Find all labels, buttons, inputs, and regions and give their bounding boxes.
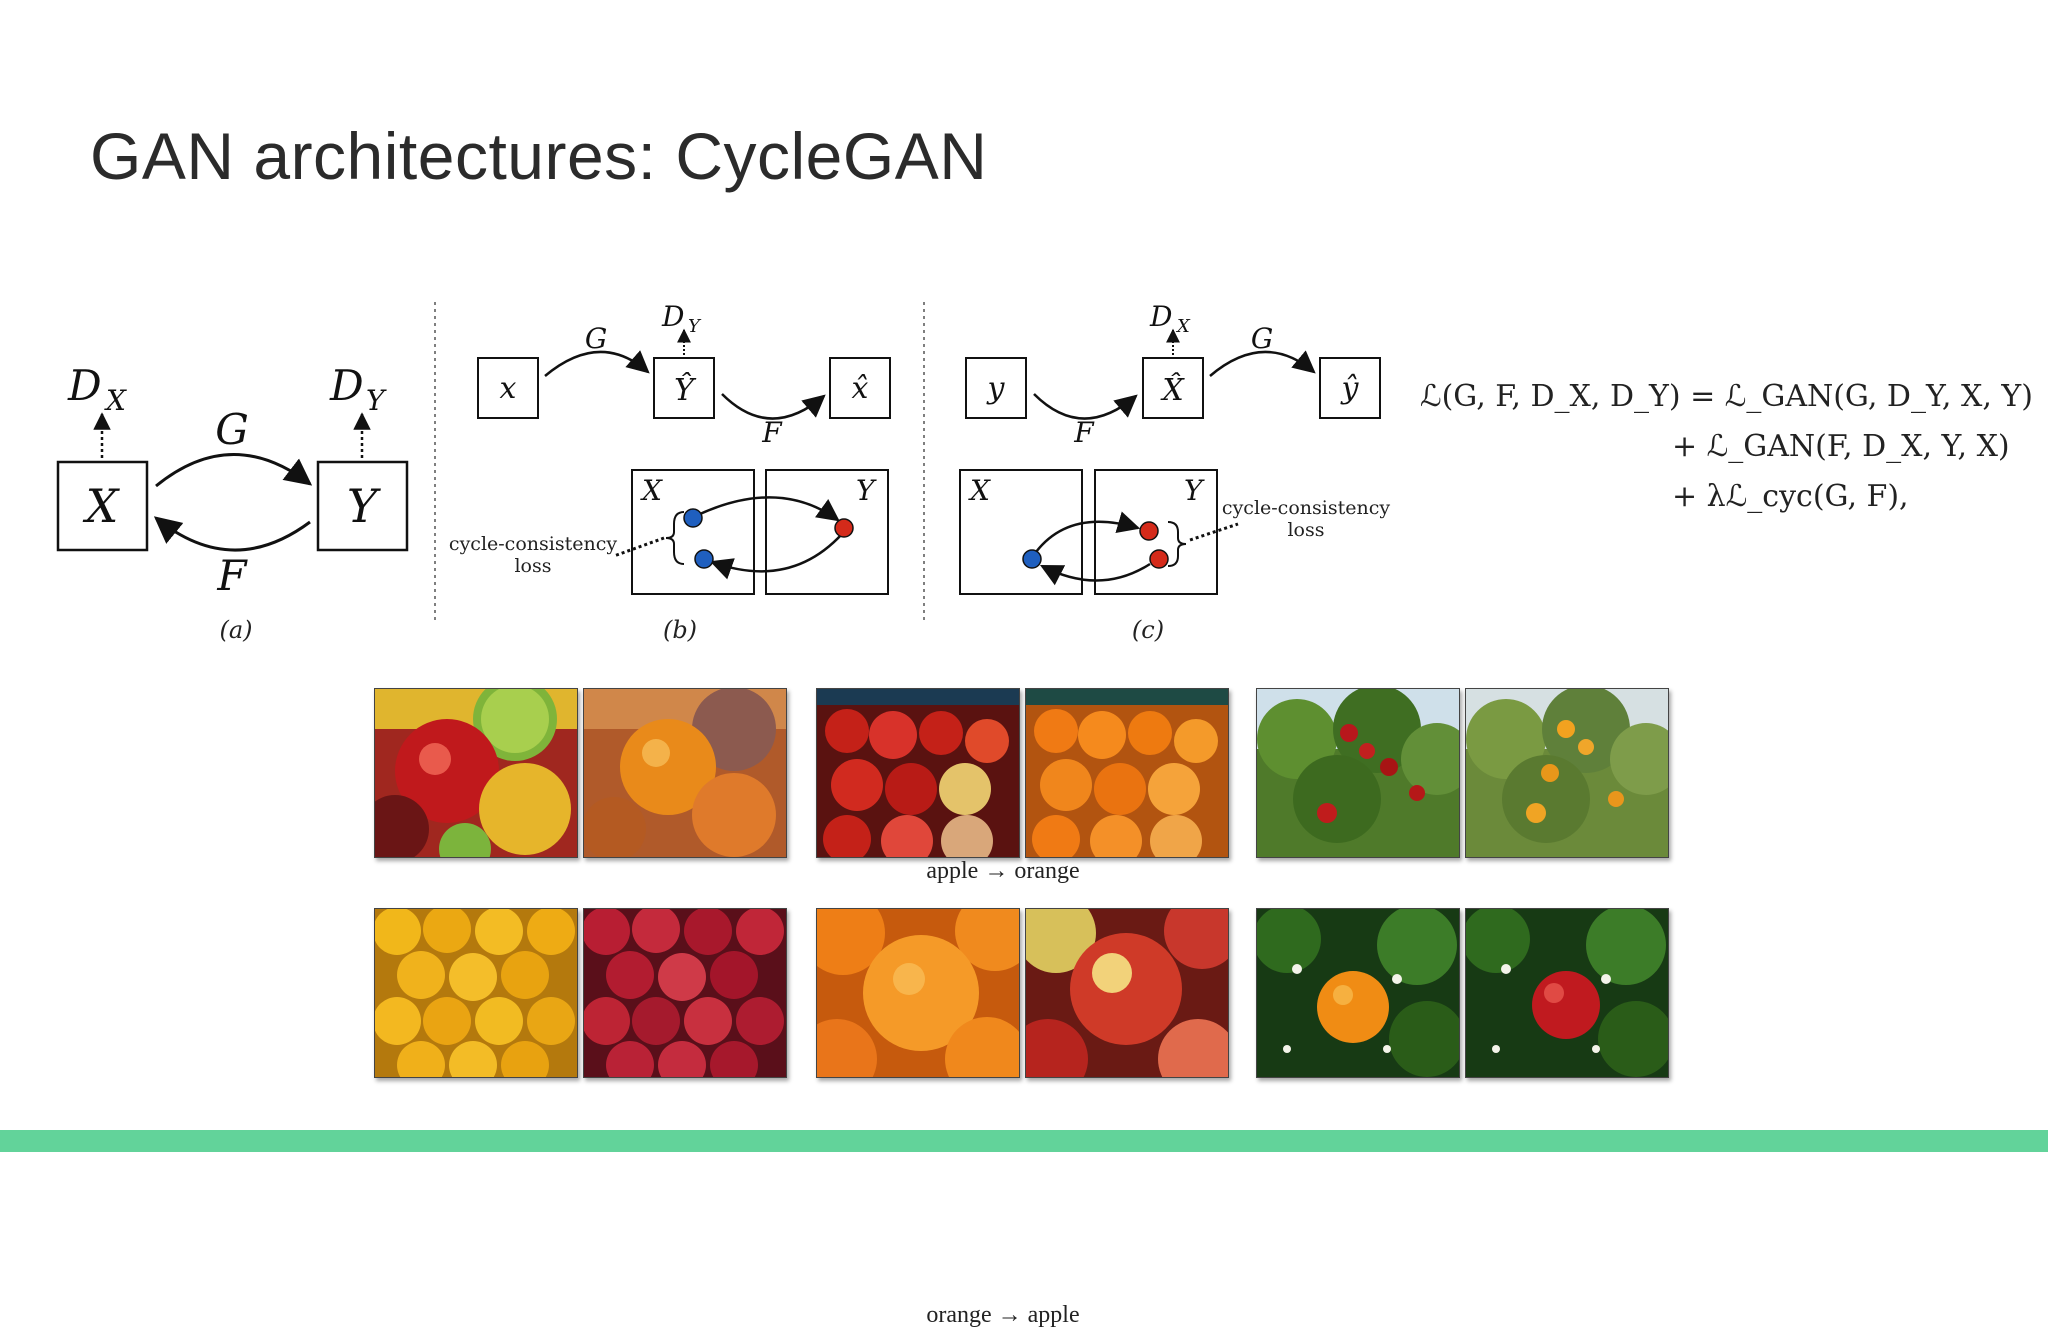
arrow-g-c-label: G (1251, 322, 1273, 355)
disc-y-label: D (329, 361, 364, 410)
example-pair (1256, 688, 1669, 858)
node-yhat (653, 357, 715, 419)
node-yhat-label: Ŷ (674, 372, 697, 408)
disc-sub-c: X (1175, 316, 1191, 337)
equation-line-1: ℒ(G, F, D_X, D_Y) = ℒ_GAN(G, D_Y, X, Y) (1420, 379, 2033, 414)
loss-pointer-b (613, 536, 665, 558)
arrow-f-c (1033, 393, 1138, 420)
example-grid: apple → orange (374, 688, 1670, 1328)
node-yhat-c-label: ŷ (1340, 371, 1360, 406)
node-xhat-c-label: X̂ (1160, 373, 1185, 408)
example-image-input (1256, 908, 1460, 1078)
arrow-g-b (544, 350, 650, 377)
domain-x-label-c: X (968, 474, 991, 507)
caption-b: (b) (663, 616, 697, 644)
node-xhat-label: x̂ (852, 371, 869, 406)
domain-x-label-b: X (640, 474, 663, 507)
example-image-output (583, 908, 787, 1078)
example-image-output (1025, 688, 1229, 858)
equation-line-3: + λℒ_cyc(G, F), (1672, 479, 1909, 514)
example-pair (374, 688, 787, 858)
panel-b: x Ŷ x̂ D Y G F X Y cycle-consistency los… (449, 300, 891, 644)
example-pair (374, 908, 787, 1078)
arrow-g-b-label: G (585, 322, 607, 355)
example-image-output (1465, 688, 1669, 858)
brace-b (665, 511, 685, 565)
node-y-small-label: y (986, 371, 1006, 406)
arrow-f (153, 516, 311, 552)
node-y-small (965, 357, 1027, 419)
disc-label-c: D (1149, 300, 1172, 333)
loss-label-c-line1: cycle-consistency (1222, 497, 1390, 519)
loss-label-c-line2: loss (1287, 519, 1324, 541)
arrow-g (155, 453, 313, 488)
arrow-f-b-label: F (761, 416, 783, 449)
caption-a: (a) (219, 616, 252, 644)
cycle-arrow-b-forward (699, 496, 840, 522)
disc-sub-b: Y (688, 316, 702, 337)
domain-y-box-b (765, 469, 889, 595)
example-image-output (583, 688, 787, 858)
loss-label-b-line1: cycle-consistency (449, 533, 617, 555)
domain-y-box-c (1094, 469, 1218, 595)
equation-line-2: + ℒ_GAN(F, D_X, Y, X) (1672, 429, 2010, 464)
cycle-arrow-b-back (709, 533, 843, 580)
footer-accent-bar (0, 1130, 2048, 1152)
arrow-f-label: F (216, 551, 248, 600)
example-image-input (374, 908, 578, 1078)
node-xhat-c (1142, 357, 1204, 419)
example-image-output (1025, 908, 1229, 1078)
point-xhat-b (694, 549, 714, 569)
arrow-g-label: G (215, 405, 249, 454)
example-image-input (374, 688, 578, 858)
example-image-input (816, 908, 1020, 1078)
point-y-c (1022, 549, 1042, 569)
point-yhat-c-bottom (1149, 549, 1169, 569)
example-pair (1256, 908, 1669, 1078)
cyclegan-diagram: X Y D X D Y G F (a) x Ŷ x̂ D Y G F X Y (56, 300, 1390, 644)
point-yhat-c-top (1139, 521, 1159, 541)
node-x-small-label: x (500, 371, 517, 406)
example-pair (816, 908, 1229, 1078)
cycle-arrow-c-back (1040, 562, 1151, 586)
example-image-input (816, 688, 1020, 858)
node-x-box (56, 460, 149, 552)
point-yhat-b (834, 518, 854, 538)
row-caption-orange-to-apple: orange → apple (926, 1302, 1080, 1328)
arrow-f-b (721, 393, 826, 420)
node-yhat-c (1319, 357, 1381, 419)
loss-pointer-c (1189, 522, 1239, 542)
domain-x-box-c (959, 469, 1083, 595)
disc-label-b: D (661, 300, 684, 333)
caption-c: (c) (1132, 616, 1164, 644)
domain-x-box-b (631, 469, 755, 595)
cycle-arrow-c-forward (1035, 511, 1141, 553)
node-x-small (477, 357, 539, 419)
loss-equation: ℒ(G, F, D_X, D_Y) = ℒ_GAN(G, D_Y, X, Y) … (1420, 372, 2033, 522)
node-y-box (316, 460, 409, 552)
slide-title: GAN architectures: CycleGAN (90, 119, 988, 193)
node-xhat (829, 357, 891, 419)
brace-c (1167, 521, 1187, 567)
example-row-apple-to-orange: apple → orange (374, 688, 1670, 884)
disc-y-sub: Y (366, 384, 387, 417)
panel-a: X Y D X D Y G F (a) (56, 361, 409, 644)
arrow-g-c (1209, 350, 1316, 377)
example-image-output (1465, 908, 1669, 1078)
example-pair (816, 688, 1229, 858)
example-row-orange-to-apple: orange → apple (374, 908, 1670, 1328)
disc-x-label: D (67, 361, 102, 410)
panel-c: y X̂ ŷ D X F G X Y cycle-consistency los… (959, 300, 1390, 644)
domain-y-label-b: Y (856, 474, 877, 507)
domain-y-label-c: Y (1184, 474, 1205, 507)
row-caption-apple-to-orange: apple → orange (926, 858, 1080, 884)
arrow-f-c-label: F (1073, 416, 1095, 449)
disc-x-sub: X (104, 384, 127, 417)
node-x-label: X (83, 479, 121, 533)
example-image-input (1256, 688, 1460, 858)
point-x-b (683, 508, 703, 528)
loss-label-b-line2: loss (514, 555, 551, 577)
node-y-label: Y (347, 479, 382, 533)
